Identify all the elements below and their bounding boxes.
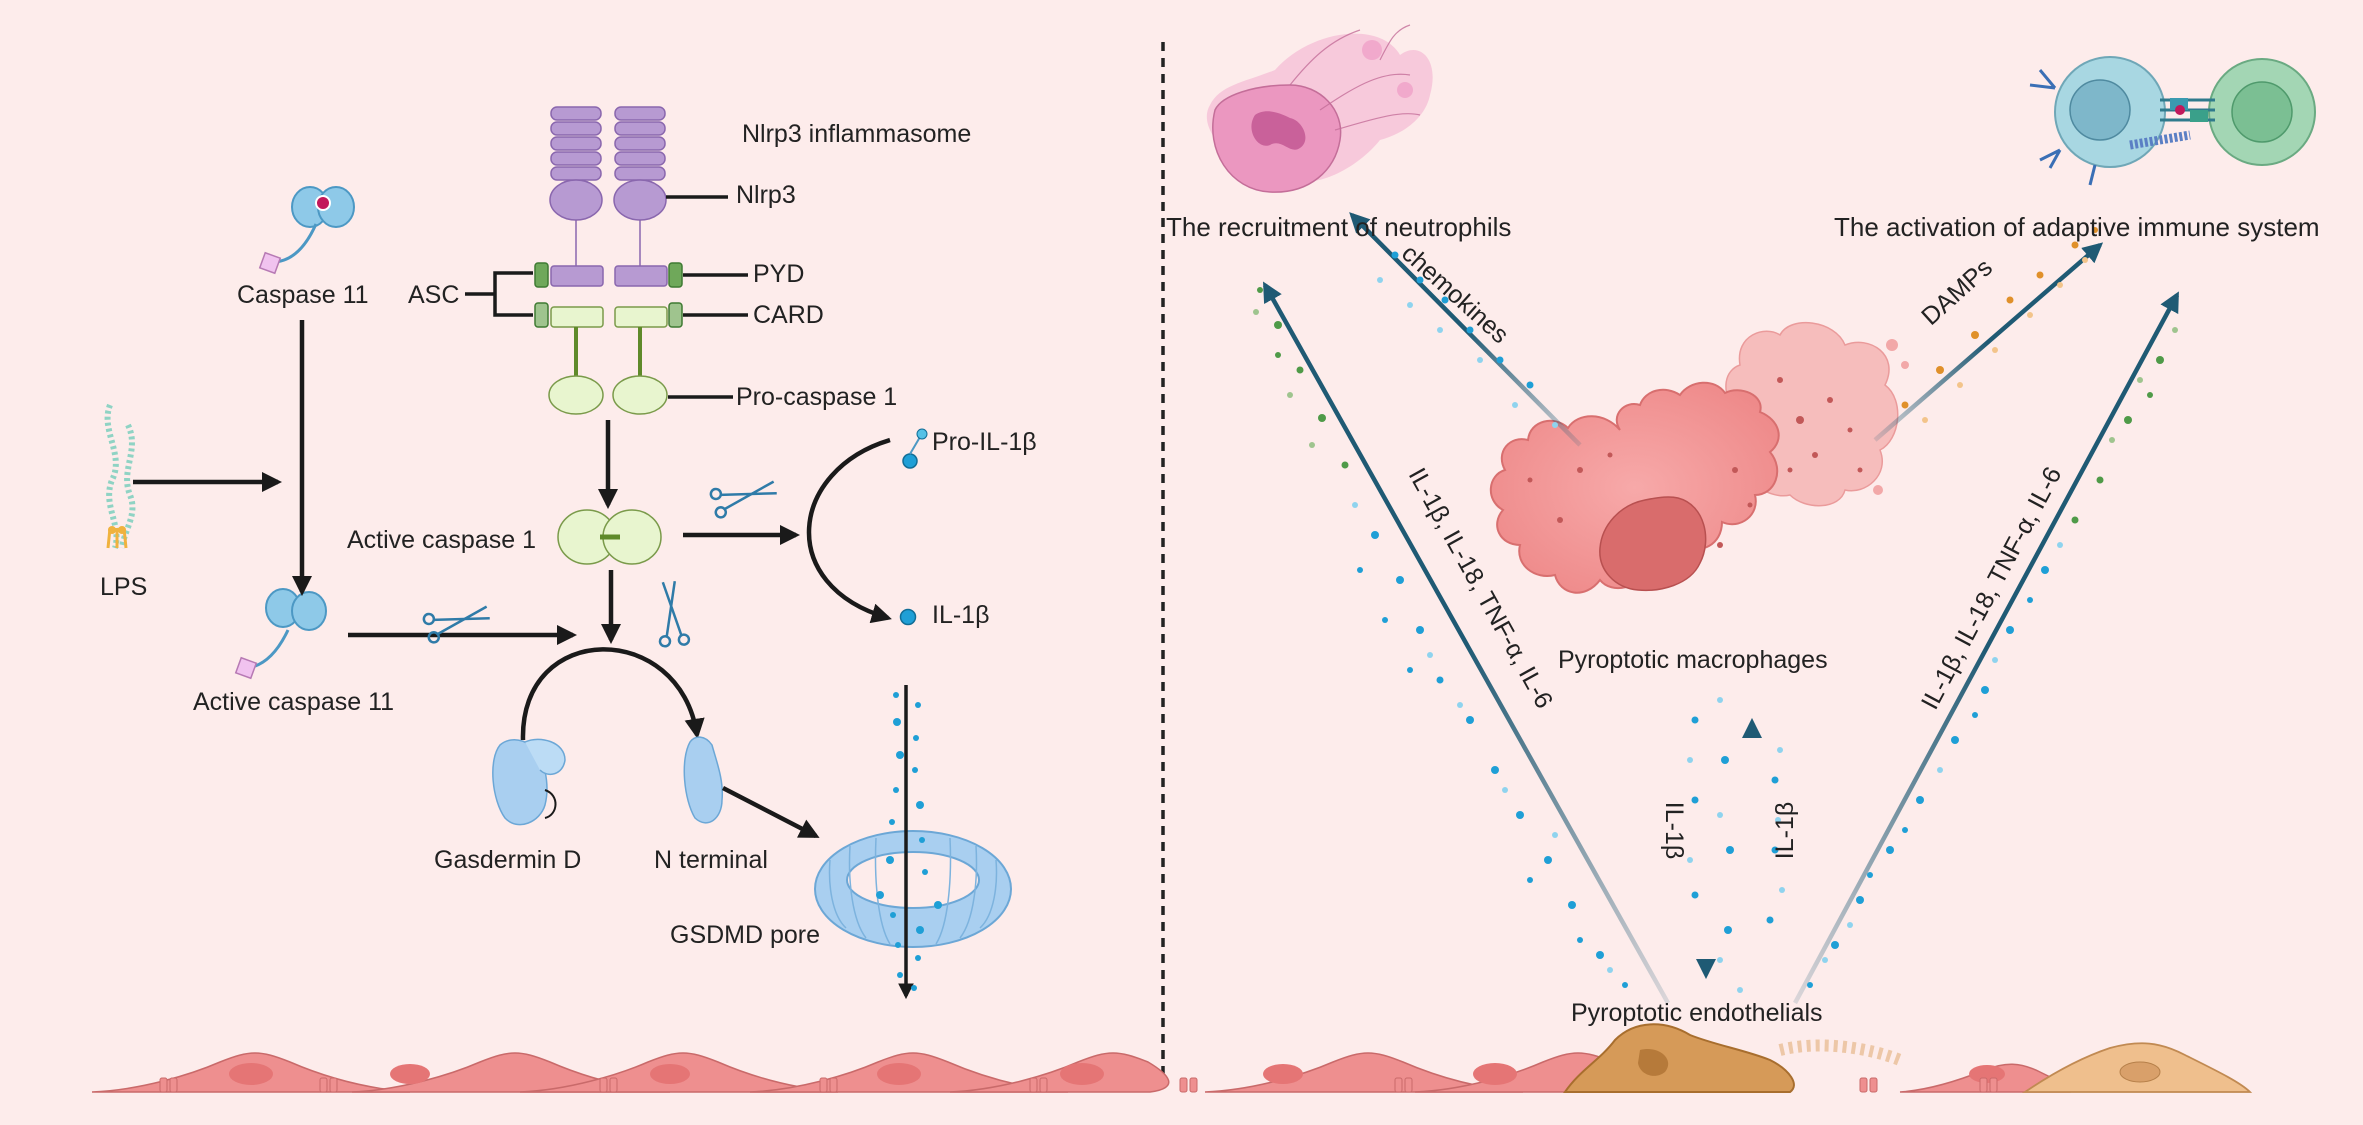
- endothelial-row: [91, 1023, 2253, 1093]
- il1b-icon: [899, 608, 917, 626]
- endothelials-label: Pyroptotic endothelials: [1571, 999, 1823, 1027]
- damps-arrow: [1873, 242, 2104, 442]
- il1b-up-label: IL-1β: [1771, 801, 1800, 860]
- neutrophils-title: The recruitment of neutrophils: [1166, 212, 1512, 242]
- active-caspase11-icon: [234, 588, 327, 680]
- neutrophil-icon: [1206, 24, 1433, 193]
- nlrp3-inflammasome-icon: [534, 106, 683, 415]
- gasdermin-cleavage-arrow: [520, 647, 705, 741]
- caspase11-label: Caspase 11: [237, 281, 369, 309]
- nlrp3-label: Nlrp3: [736, 181, 796, 209]
- pyd-label: PYD: [753, 260, 805, 288]
- damps-dots: [1901, 227, 2098, 423]
- gsdmd-pore-icon: [814, 830, 1012, 948]
- il1b-center-dots: [1687, 697, 1785, 993]
- il1b-down-label: IL-1β: [1660, 801, 1689, 860]
- pro-il1b-icon: [902, 428, 928, 469]
- macrophage-icon: [1489, 321, 1909, 594]
- macrophages-label: Pyroptotic macrophages: [1558, 646, 1828, 674]
- cytokine-dots-right: [1807, 327, 2178, 988]
- gasdermin-d-icon: [492, 738, 566, 826]
- active-caspase1-icon: [557, 509, 662, 565]
- scissors-icon: [658, 581, 691, 648]
- gsdmd-pore-label: GSDMD pore: [670, 921, 821, 949]
- n-terminal-icon: [683, 736, 724, 824]
- il1b-processing-arrow: [806, 437, 892, 624]
- adaptive-title: The activation of adaptive immune system: [1834, 212, 2320, 242]
- pro-caspase1-label: Pro-caspase 1: [736, 383, 898, 411]
- cytokines-to-neutrophils-arrow: [1263, 281, 1670, 1005]
- caspase11-icon: [258, 186, 355, 275]
- lps-molecule-icon: [104, 403, 136, 549]
- cytokines-to-adaptive-arrow: [1793, 291, 2179, 1005]
- il1b-release-dots: [876, 692, 942, 991]
- chemokines-arrow: [1349, 212, 1582, 447]
- scissors-icon: [709, 480, 777, 519]
- lymphocyte-pair-icon: [2029, 56, 2316, 186]
- lps-label: LPS: [100, 573, 148, 601]
- nlrp3-inflammasome-label: Nlrp3 inflammasome: [742, 120, 972, 148]
- scissors-icon: [422, 605, 490, 644]
- asc-label: ASC: [408, 281, 460, 309]
- cytokine-dots-left: [1253, 287, 1628, 988]
- il1b-label: IL-1β: [932, 601, 990, 629]
- gasdermin-d-label: Gasdermin D: [434, 846, 582, 874]
- n-terminal-label: N terminal: [654, 846, 768, 874]
- chemokine-dots: [1377, 251, 1558, 428]
- active-caspase1-label: Active caspase 1: [347, 526, 536, 554]
- n-terminal-arrow: [721, 786, 820, 838]
- active-caspase11-label: Active caspase 11: [193, 688, 395, 716]
- pro-il1b-label: Pro-IL-1β: [932, 428, 1037, 456]
- card-label: CARD: [753, 301, 824, 329]
